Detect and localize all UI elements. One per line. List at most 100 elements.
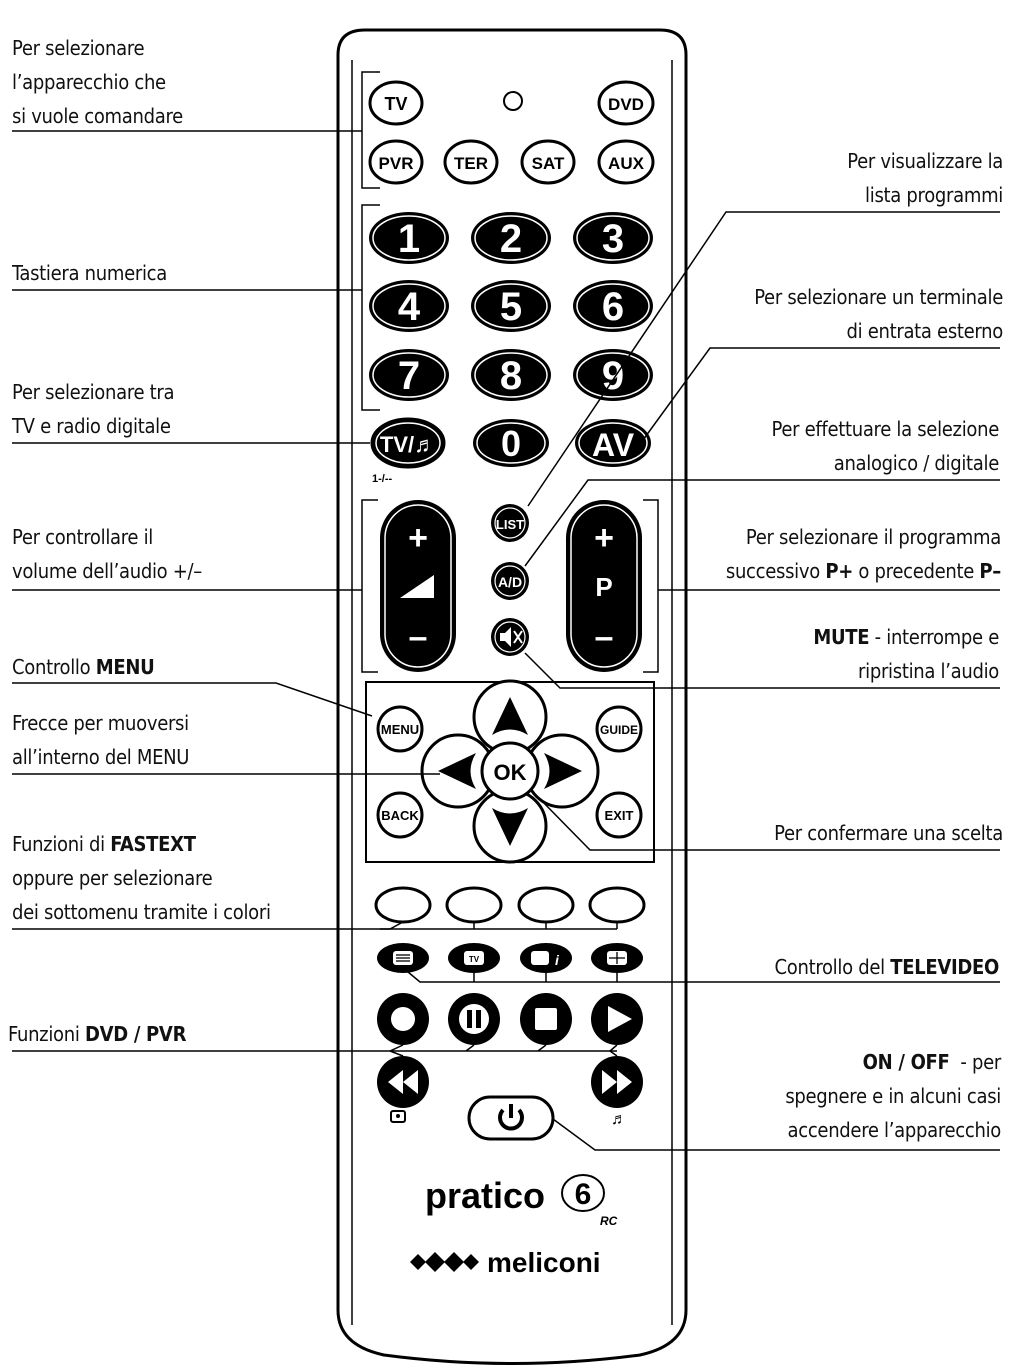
rewind-button[interactable] [377,1056,429,1108]
label-arrows: Frecce per muoversi all’interno del MENU [12,706,189,774]
number-label-2: 2 [500,217,522,261]
number-button-1[interactable]: 1 [369,212,449,264]
number-button-3[interactable]: 3 [573,212,653,264]
label-bold: TELEVIDEO [890,955,999,979]
label-text: - interrompe e [869,625,1000,649]
label-line: accendere l’apparecchio [787,1118,1002,1142]
number-button-7[interactable]: 7 [369,349,449,401]
volume-rocker[interactable]: + – [380,500,456,672]
av-button[interactable]: AV [575,419,651,467]
label-line: volume dell’audio +/– [12,559,202,583]
label-bold: P– [979,559,1001,583]
brand-suffix-text: RC [600,1214,618,1228]
pvr-device-label: PVR [379,154,414,173]
brand-model-logo: pratico 6 RC [425,1174,618,1228]
stop-button[interactable] [520,993,572,1045]
leader-lines [12,130,618,1057]
number-button-9[interactable]: 9 [573,349,653,401]
label-line: oppure per selezionare [12,866,213,890]
sat-device-button[interactable]: SAT [520,139,576,185]
label-line: Per confermare una scelta [774,821,1003,845]
play-button[interactable] [591,993,643,1045]
teletext-button-4[interactable] [591,943,643,973]
leader-lines-right [407,211,1000,1151]
label-device-select: Per selezionare l’apparecchio che si vuo… [12,31,183,133]
list-button[interactable]: LIST [491,504,529,542]
tv-radio-sublabel: 1-/-- [372,473,393,485]
label-text: o precedente [853,559,980,583]
fast-forward-button[interactable] [591,1056,643,1108]
mute-icon [500,627,523,647]
aux-device-button[interactable]: AUX [597,139,655,185]
tv-radio-button[interactable]: TV/♬ [370,417,446,469]
label-dvd-pvr: Funzioni DVD / PVR [8,1017,186,1051]
arrow-right-button[interactable] [524,733,600,809]
fast-forward-icon [602,1070,632,1094]
ter-device-label: TER [454,154,488,173]
label-line: l’apparecchio che [12,70,166,94]
meliconi-logo: meliconi [410,1247,601,1278]
teletext-button-2[interactable]: TV [448,943,500,973]
label-tv-radio: Per selezionare tra TV e radio digitale [12,375,175,443]
number-button-0[interactable]: 0 [473,419,549,467]
tv-device-button[interactable]: TV [368,80,424,126]
label-text: Funzioni [8,1022,85,1046]
ok-button[interactable]: OK [480,741,540,801]
label-text: Funzioni di [12,832,111,856]
fastext-button-1[interactable] [374,886,432,924]
number-button-2[interactable]: 2 [471,212,551,264]
label-line: analogico / digitale [833,451,1000,475]
pause-button[interactable] [448,993,500,1045]
number-button-4[interactable]: 4 [369,280,449,332]
teletext-button-3[interactable]: i [520,943,572,973]
ter-device-button[interactable]: TER [443,139,499,185]
guide-button[interactable]: GUIDE [595,705,643,753]
tv-icon [464,951,484,965]
mute-button[interactable] [491,618,529,656]
fastext-button-2[interactable] [445,886,503,924]
number-button-6[interactable]: 6 [573,280,653,332]
number-label-3: 3 [602,217,624,261]
power-button[interactable] [467,1095,555,1141]
label-line: Frecce per muoversi [12,711,189,735]
tv-device-label: TV [384,94,407,114]
label-menu: Controllo MENU [12,650,155,684]
menu-button[interactable]: MENU [376,705,424,753]
pvr-device-button[interactable]: PVR [368,139,424,185]
record-button[interactable] [377,993,429,1045]
teletext-button-1[interactable] [377,943,429,973]
ad-button[interactable]: A/D [491,562,529,600]
arrow-down-button[interactable] [472,788,548,864]
tv-radio-label: TV/♬ [380,432,436,457]
label-line: spegnere e in alcuni casi [785,1084,1001,1108]
exit-button[interactable]: EXIT [595,791,643,839]
number-button-8[interactable]: 8 [471,349,551,401]
back-button[interactable]: BACK [376,791,424,839]
label-numeric-keypad: Tastiera numerica [12,256,167,290]
play-icon [608,1006,632,1032]
fastext-button-4[interactable] [588,886,646,924]
arrow-up-button[interactable] [472,679,548,755]
label-line: di entrata esterno [846,319,1003,343]
label-line: dei sottomenu tramite i colori [12,900,271,924]
label-external-input: Per selezionare un terminale di entrata … [754,280,1003,348]
label-line: Per effettuare la selezione [771,417,1000,441]
label-line: ripristina l’audio [858,659,999,683]
fastext-button-3[interactable] [517,886,575,924]
sat-device-label: SAT [532,154,565,173]
list-label: LIST [496,517,524,532]
svg-text:i: i [555,952,560,968]
record-icon [391,1007,415,1031]
label-line: Per controllare il [12,525,153,549]
program-rocker[interactable]: + P – [566,500,642,672]
label-bold: ON / OFF [862,1050,950,1074]
label-program: Per selezionare il programma successivo … [726,520,1001,588]
label-power: ON / OFF - per spegnere e in alcuni casi… [785,1045,1001,1147]
label-fastext: Funzioni di FASTEXT oppure per seleziona… [12,827,271,929]
dvd-device-button[interactable]: DVD [597,80,655,126]
subtitle-icon [390,1110,406,1123]
stop-icon [535,1008,557,1030]
aux-device-label: AUX [608,154,645,173]
number-button-5[interactable]: 5 [471,280,551,332]
